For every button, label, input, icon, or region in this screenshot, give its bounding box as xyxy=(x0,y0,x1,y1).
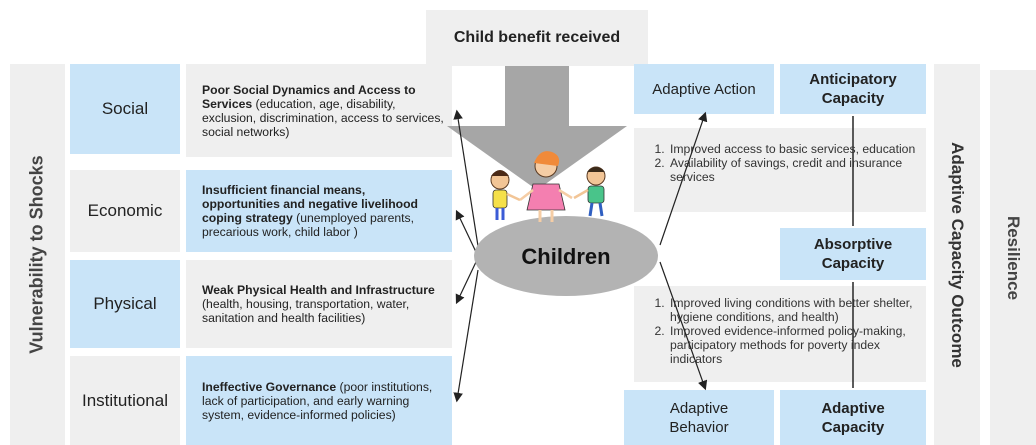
description-detail: (poor institutions, lack of participatio… xyxy=(202,379,433,422)
adaptive-action-box: Adaptive Action xyxy=(634,64,774,114)
connector-social xyxy=(453,109,479,247)
category-institutional: Institutional xyxy=(70,356,180,445)
adaptive-capacity-box: Adaptive Capacity xyxy=(780,390,926,445)
adaptive-behavior-box: Adaptive Behavior xyxy=(624,390,774,445)
absorptive-capacity-box: Absorptive Capacity xyxy=(780,228,926,280)
category-label: Social xyxy=(101,99,149,118)
outcome-item: Improved access to basic services, educa… xyxy=(668,142,926,156)
header-title-box: Child benefit received xyxy=(426,10,648,66)
category-social: Social xyxy=(70,64,180,154)
children-ellipse xyxy=(474,216,658,296)
connector-to-action xyxy=(659,111,708,246)
anticipatory-capacity-label: Anticipatory Capacity xyxy=(809,71,897,107)
adaptive-capacity-label: Adaptive Capacity xyxy=(821,399,885,436)
connector-lines xyxy=(453,109,708,403)
description-economic: Insufficient financial means, opportunit… xyxy=(186,170,452,252)
outcome-item: Improved living conditions with better s… xyxy=(668,296,926,324)
header-title: Child benefit received xyxy=(453,29,621,46)
benefit-down-arrow xyxy=(447,66,627,190)
adaptive-outcome-axis: Adaptive Capacity Outcome xyxy=(934,64,980,445)
description-title: Weak Physical Health and Infrastructure xyxy=(202,283,435,297)
absorptive-capacity-label: Absorptive Capacity xyxy=(813,236,893,272)
vulnerability-axis: Vulnerability to Shocks xyxy=(10,64,65,445)
adaptive-action-label: Adaptive Action xyxy=(652,80,756,98)
outcome-item: Improved evidence-informed policy-making… xyxy=(668,324,926,366)
connector-physical xyxy=(455,261,477,305)
description-social: Poor Social Dynamics and Access to Servi… xyxy=(186,64,452,157)
description-physical: Weak Physical Health and Infrastructure … xyxy=(186,260,452,348)
outcomes-bottom-box: Improved living conditions with better s… xyxy=(634,286,926,382)
outcome-item: Availability of savings, credit and insu… xyxy=(668,156,926,184)
description-institutional: Ineffective Governance (poor institution… xyxy=(186,356,452,445)
description-detail: (health, housing, transportation, water,… xyxy=(202,297,410,325)
children-illustration-icon xyxy=(490,151,606,222)
description-title: Poor Social Dynamics and Access to Servi… xyxy=(202,82,416,111)
connector-institutional xyxy=(453,269,479,403)
resilience-axis: Resilience xyxy=(990,70,1036,445)
connector-economic xyxy=(455,209,477,253)
connector-to-behavior xyxy=(659,261,708,391)
category-physical: Physical xyxy=(70,260,180,348)
category-economic: Economic xyxy=(70,170,180,252)
category-label: Physical xyxy=(93,294,157,313)
outcomes-top-box: Improved access to basic services, educa… xyxy=(634,128,926,212)
adaptive-behavior-label: Adaptive Behavior xyxy=(669,399,729,436)
description-detail: (unemployed parents, precarious work, ch… xyxy=(202,211,415,239)
description-title: Ineffective Governance xyxy=(202,379,337,394)
children-label-box: Children xyxy=(474,240,658,274)
description-title: Insufficient financial means, opportunit… xyxy=(202,183,419,225)
category-label: Economic xyxy=(87,201,163,220)
children-label: Children xyxy=(521,244,611,269)
description-detail: (education, age, disability, exclusion, … xyxy=(202,96,444,139)
anticipatory-capacity-box: Anticipatory Capacity xyxy=(780,64,926,114)
category-label: Institutional xyxy=(82,390,168,410)
